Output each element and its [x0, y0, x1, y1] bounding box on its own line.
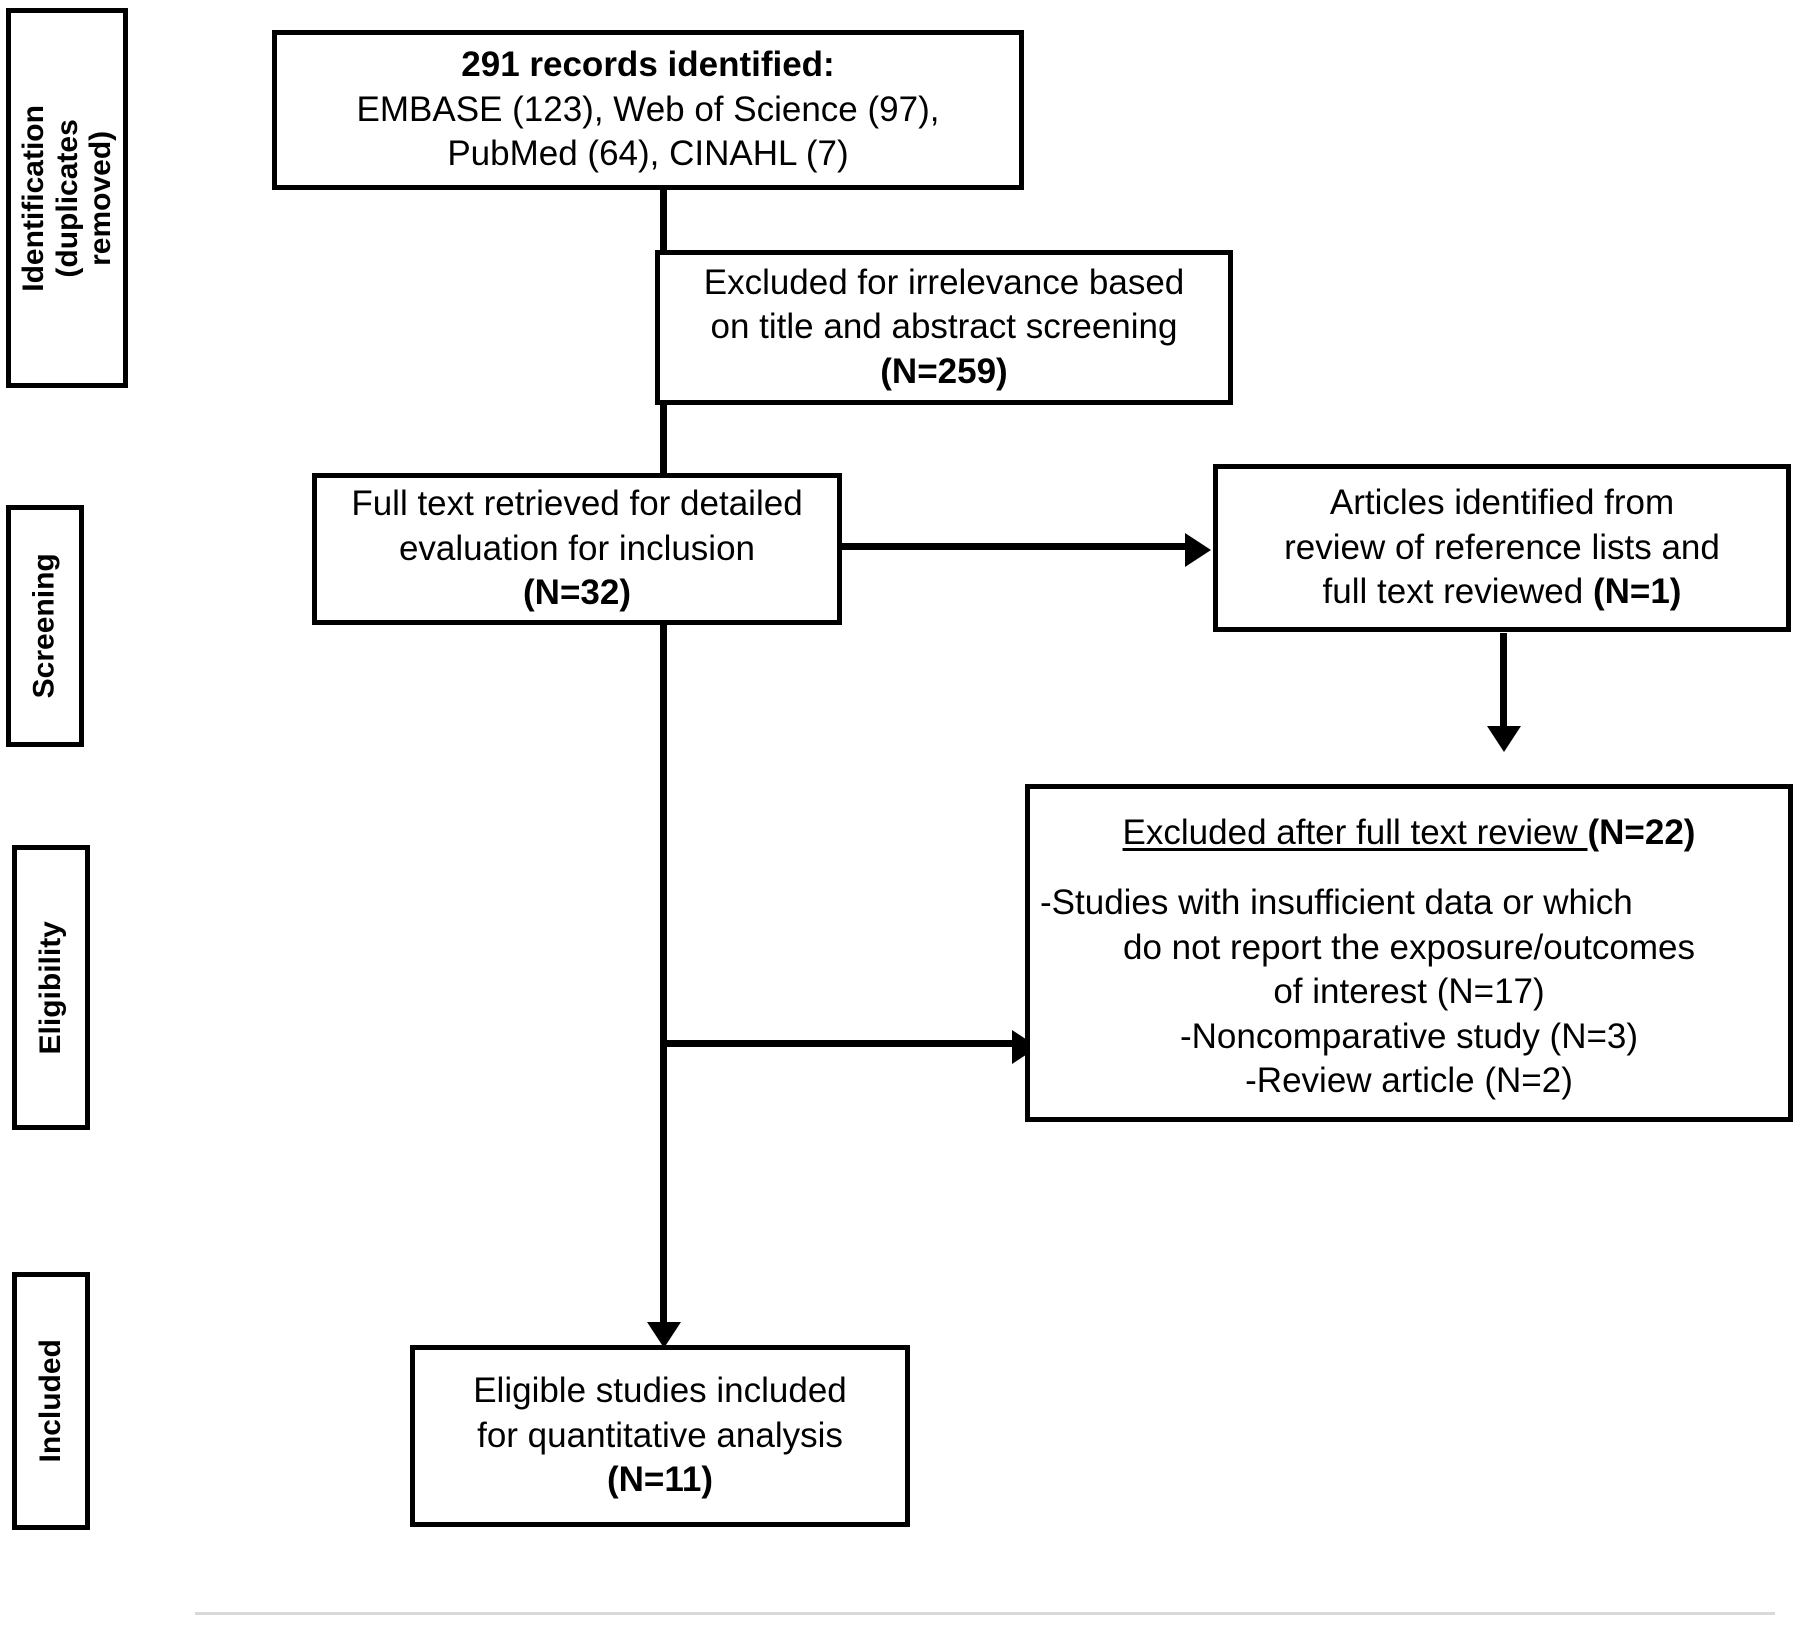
- excluded-after-full-text-count: (N=22): [1587, 813, 1696, 852]
- excluded-reason-insufficient-line2: do not report the exposure/outcomes: [1122, 927, 1695, 967]
- connector-fulltext-to-references: [840, 543, 1188, 550]
- records-identified-line3: PubMed (64), CINAHL (7): [447, 134, 849, 174]
- excluded-title-abstract-line2: on title and abstract screening: [710, 307, 1178, 347]
- connector-references-to-excluded-fulltext: [1500, 633, 1507, 736]
- stage-box-identification: Identification (duplicates removed): [6, 8, 128, 388]
- articles-from-references-line3-text: full text reviewed: [1322, 572, 1593, 612]
- excluded-reason-insufficient-line3: of interest (N=17): [1273, 972, 1545, 1012]
- connector-fulltext-to-eligible: [660, 625, 667, 1340]
- stage-label-identification: Identification (duplicates removed): [17, 105, 118, 292]
- box-excluded-after-full-text: Excluded after full text review (N=22) -…: [1025, 784, 1793, 1122]
- full-text-retrieved-count: (N=32): [523, 573, 631, 613]
- articles-from-references-line3: full text reviewed (N=1): [1228, 570, 1776, 614]
- box-full-text-retrieved: Full text retrieved for detailed evaluat…: [312, 473, 842, 625]
- stage-label-identification-line2: (duplicates removed): [50, 118, 117, 278]
- eligible-included-count: (N=11): [606, 1460, 714, 1500]
- eligible-included-line1: Eligible studies included: [473, 1371, 847, 1411]
- arrowhead-fulltext-to-references: [1185, 533, 1211, 567]
- stage-label-eligibility: Eligibility: [34, 920, 68, 1055]
- excluded-reason-noncomparative: -Noncomparative study (N=3): [1179, 1016, 1639, 1056]
- articles-from-references-line1: Articles identified from: [1329, 483, 1675, 523]
- figure-bottom-rule: [195, 1612, 1775, 1615]
- arrowhead-references-to-excluded-fulltext: [1487, 726, 1521, 752]
- eligible-included-line2: for quantitative analysis: [477, 1415, 843, 1455]
- box-eligible-studies-included: Eligible studies included for quantitati…: [410, 1345, 910, 1527]
- excluded-reason-review-article: -Review article (N=2): [1245, 1061, 1573, 1101]
- excluded-title-abstract-line1: Excluded for irrelevance based: [703, 262, 1185, 302]
- excluded-after-full-text-header: Excluded after full text review (N=22): [1040, 811, 1778, 855]
- articles-from-references-count: (N=1): [1592, 572, 1682, 612]
- stage-label-identification-line1: Identification: [16, 104, 50, 292]
- excluded-after-full-text-header-text: Excluded after full text review: [1122, 813, 1588, 852]
- stage-box-eligibility: Eligibility: [12, 845, 90, 1130]
- full-text-retrieved-line1: Full text retrieved for detailed: [351, 484, 803, 524]
- stage-label-screening: Screening: [28, 553, 62, 699]
- records-identified-line2: EMBASE (123), Web of Science (97),: [356, 89, 940, 129]
- excluded-title-abstract-count: (N=259): [880, 351, 1008, 391]
- box-excluded-title-abstract: Excluded for irrelevance based on title …: [655, 250, 1233, 405]
- stage-box-screening: Screening: [6, 505, 84, 747]
- full-text-retrieved-line2: evaluation for inclusion: [398, 528, 756, 568]
- connector-to-excluded-fulltext: [660, 1040, 1015, 1047]
- stage-label-included: Included: [34, 1339, 68, 1463]
- articles-from-references-line2: review of reference lists and: [1284, 527, 1720, 567]
- stage-box-included: Included: [12, 1272, 90, 1530]
- records-identified-line1: 291 records identified:: [461, 45, 835, 85]
- box-records-identified: 291 records identified: EMBASE (123), We…: [272, 30, 1024, 190]
- box-articles-from-references: Articles identified from review of refer…: [1213, 464, 1791, 632]
- excluded-reason-insufficient-line1: -Studies with insufficient data or which: [1040, 883, 1633, 923]
- arrowhead-fulltext-to-eligible: [647, 1322, 681, 1348]
